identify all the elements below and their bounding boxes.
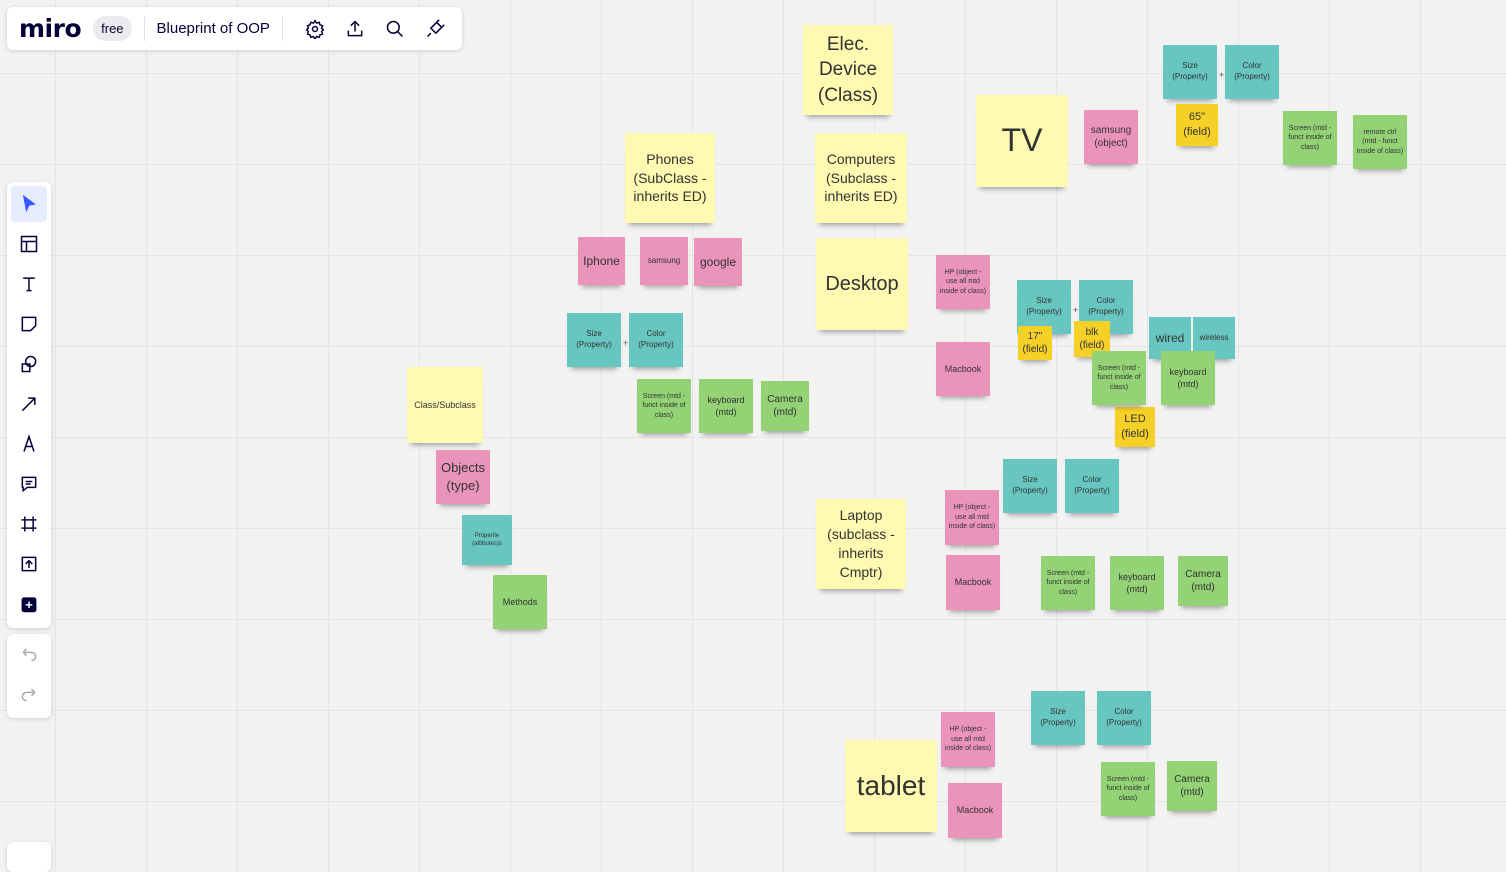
sticky-note-green[interactable]: Camera (mtd) xyxy=(1178,556,1228,606)
sticky-note-teal[interactable]: Color (Property) xyxy=(1097,691,1151,745)
top-toolbar: miro free Blueprint of OOP xyxy=(7,7,462,50)
sticky-note-yellow[interactable]: Phones (SubClass - inherits ED) xyxy=(625,133,715,223)
divider xyxy=(281,16,283,41)
sticky-note-green[interactable]: Screen (mtd - funct inside of class) xyxy=(1283,111,1337,165)
sticky-note-pink[interactable]: Iphone xyxy=(578,237,625,285)
sticky-note-green[interactable]: keyboard (mtd) xyxy=(699,379,753,433)
sticky-note-gold[interactable]: LED (field) xyxy=(1115,407,1155,447)
plus-sign: + xyxy=(623,338,629,348)
sticky-note-pink[interactable]: samsung (object) xyxy=(1084,110,1138,164)
frame-icon[interactable] xyxy=(9,504,49,544)
sticky-note-pink[interactable]: google xyxy=(694,238,742,286)
plus-sign: + xyxy=(1073,305,1079,315)
sticky-note-teal[interactable]: Size (Property) xyxy=(1031,691,1085,745)
sticky-note-yellow[interactable]: Desktop xyxy=(816,238,908,330)
templates-icon[interactable] xyxy=(9,224,49,264)
sticky-note-yellow[interactable]: Elec. Device (Class) xyxy=(803,25,893,115)
sticky-note-green[interactable]: Camera (mtd) xyxy=(761,381,809,431)
search-icon[interactable] xyxy=(375,9,415,49)
sticky-note-pink[interactable]: Macbook xyxy=(936,342,990,396)
sticky-note-teal[interactable]: Size (Property) xyxy=(567,313,621,367)
sticky-note-green[interactable]: Camera (mtd) xyxy=(1167,761,1217,811)
sticky-note-green[interactable]: Methods xyxy=(493,575,547,629)
sticky-note-green[interactable]: Screen (mtd - funct inside of class) xyxy=(1101,762,1155,816)
sticky-note-pink[interactable]: Macbook xyxy=(948,783,1002,838)
sticky-note-pink[interactable]: HP (object - use all mtd inside of class… xyxy=(936,255,990,309)
plugin-icon[interactable] xyxy=(415,9,455,49)
sticky-note-pink[interactable]: Objects (type) xyxy=(436,450,490,504)
share-upload-icon[interactable] xyxy=(335,9,375,49)
redo-icon[interactable] xyxy=(9,674,49,714)
sticky-note-teal[interactable]: Color (Property) xyxy=(1065,459,1119,513)
more-apps-icon[interactable] xyxy=(9,584,49,624)
shapes-icon[interactable] xyxy=(9,344,49,384)
sticky-note-icon[interactable] xyxy=(9,304,49,344)
sticky-note-gold[interactable]: 65" (field) xyxy=(1176,104,1218,146)
sticky-note-yellow[interactable]: tablet xyxy=(845,740,937,832)
sticky-note-teal[interactable]: Propertie (attibutes)s xyxy=(462,515,512,565)
sticky-note-yellow[interactable]: TV xyxy=(976,95,1068,187)
sticky-note-pink[interactable]: Macbook xyxy=(946,555,1000,610)
plan-badge[interactable]: free xyxy=(93,16,132,41)
undo-icon[interactable] xyxy=(9,634,49,674)
sticky-note-teal[interactable]: Size (Property) xyxy=(1163,45,1217,99)
plus-sign: + xyxy=(1219,70,1225,80)
sticky-note-green[interactable]: keyboard (mtd) xyxy=(1110,556,1164,610)
sticky-note-yellow[interactable]: Computers (Subclass - inherits ED) xyxy=(815,133,907,223)
sticky-note-green[interactable]: keyboard (mtd) xyxy=(1161,351,1215,405)
sticky-note-yellow[interactable]: Laptop (subclass - inherits Cmptr) xyxy=(816,499,906,589)
sticky-note-teal[interactable]: Size (Property) xyxy=(1017,280,1071,334)
sticky-note-pink[interactable]: HP (object - use all mtd inside of class… xyxy=(941,712,995,767)
pen-icon[interactable] xyxy=(9,424,49,464)
sticky-note-green[interactable]: remote ctrl (mtd - funct inside of class… xyxy=(1353,115,1407,169)
sticky-note-teal[interactable]: Size (Property) xyxy=(1003,459,1057,513)
sticky-note-teal[interactable]: wired xyxy=(1149,317,1191,359)
sticky-note-yellow[interactable]: Class/Subclass xyxy=(407,367,483,443)
sticky-note-pink[interactable]: samsung xyxy=(640,237,688,285)
divider xyxy=(143,16,145,41)
sticky-note-green[interactable]: Screen (mtd - funct inside of class) xyxy=(1041,556,1095,610)
arrow-icon[interactable] xyxy=(9,384,49,424)
history-toolbar xyxy=(7,634,51,718)
sticky-note-teal[interactable]: Color (Property) xyxy=(1225,45,1279,99)
sticky-note-green[interactable]: Screen (mtd - funct inside of class) xyxy=(637,379,691,433)
settings-icon[interactable] xyxy=(295,9,335,49)
comment-icon[interactable] xyxy=(9,464,49,504)
miro-logo[interactable]: miro xyxy=(19,14,82,43)
board-title[interactable]: Blueprint of OOP xyxy=(156,20,270,37)
upload-icon[interactable] xyxy=(9,544,49,584)
sticky-note-gold[interactable]: 17" (field) xyxy=(1018,326,1052,360)
left-toolbar xyxy=(7,182,51,628)
select-icon[interactable] xyxy=(11,186,47,222)
board-panel-toggle[interactable] xyxy=(7,842,51,872)
text-icon[interactable] xyxy=(9,264,49,304)
sticky-note-pink[interactable]: HP (object - use all mtd inside of class… xyxy=(945,490,999,545)
sticky-note-green[interactable]: Screen (mtd - funct inside of class) xyxy=(1092,351,1146,405)
sticky-note-teal[interactable]: Color (Property) xyxy=(629,313,683,367)
